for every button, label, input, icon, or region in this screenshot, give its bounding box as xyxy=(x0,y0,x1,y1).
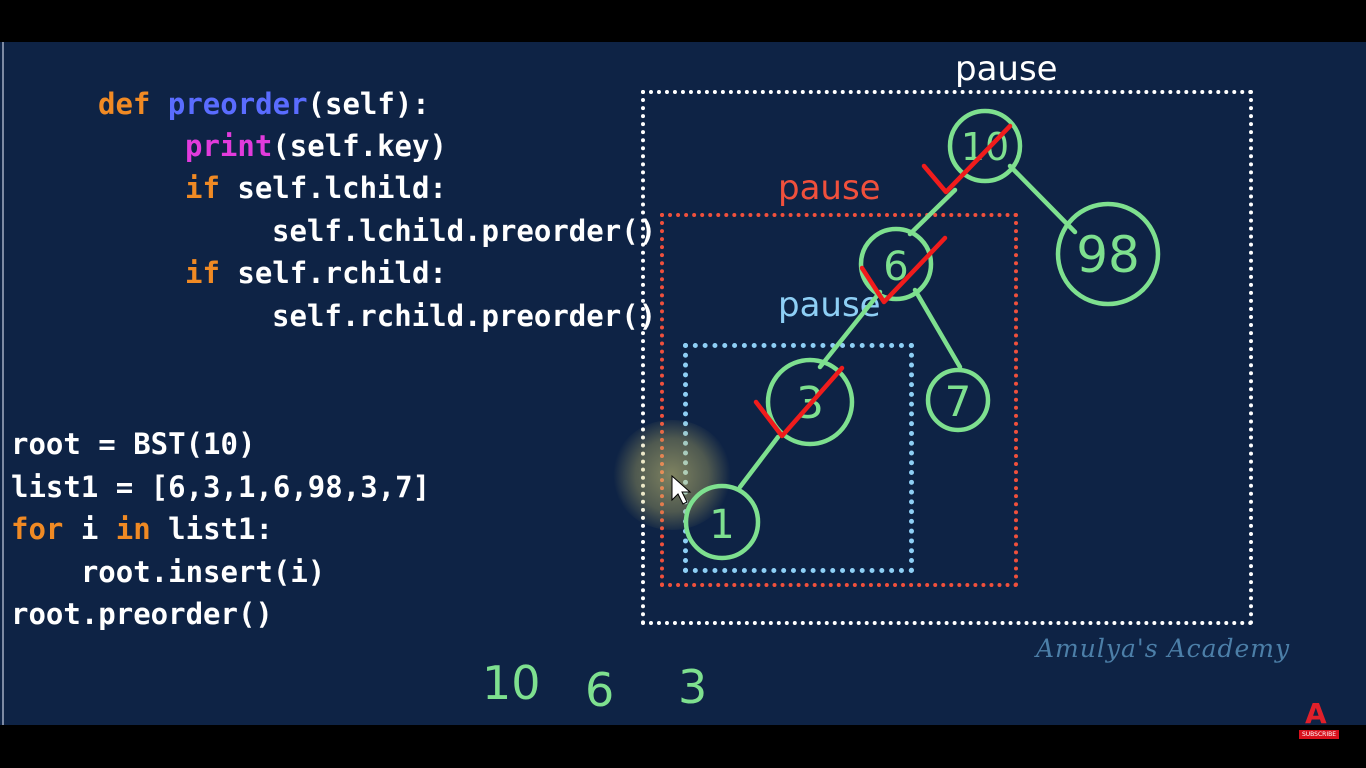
node-circle-10 xyxy=(947,108,1023,184)
node-circle-7 xyxy=(925,367,991,433)
node-circle-98 xyxy=(1055,201,1161,307)
channel-logo-icon: A xyxy=(1305,697,1327,730)
channel-watermark: Amulya's Academy xyxy=(1036,634,1291,663)
video-frame[interactable]: def preorder(self): print(self.key) if s… xyxy=(0,42,1366,725)
code-line-root: root = BST(10) xyxy=(11,427,256,461)
check-mark-6 xyxy=(859,235,948,305)
frame-edge xyxy=(2,42,4,725)
mouse-cursor-icon xyxy=(671,474,692,505)
check-mark-10 xyxy=(921,123,1013,195)
edge-10-98 xyxy=(1007,163,1078,235)
subscribe-caption: SUBSCRIBE xyxy=(1299,730,1339,739)
code-line-preorder-call: root.preorder() xyxy=(11,597,273,631)
code-line-rchild-call: self.rchild.preorder() xyxy=(272,299,657,333)
call-frame-box-node-6 xyxy=(660,213,1018,587)
node-circle-1 xyxy=(683,483,761,561)
code-line-print: print(self.key) xyxy=(185,129,447,163)
code-line-def: def preorder(self): xyxy=(98,87,430,121)
code-line-insert: root.insert(i) xyxy=(11,555,326,589)
edge-3-1 xyxy=(737,434,781,490)
node-label-7: 7 xyxy=(945,377,972,426)
edge-10-6 xyxy=(907,187,958,237)
code-line-if-rchild: if self.rchild: xyxy=(185,256,447,290)
edge-6-3 xyxy=(817,289,883,370)
edge-6-7 xyxy=(912,287,963,370)
code-line-list: list1 = [6,3,1,6,98,3,7] xyxy=(11,470,431,504)
node-label-98: 98 xyxy=(1076,226,1140,284)
output-value-2: 6 xyxy=(585,663,615,717)
pause-label-white: pause xyxy=(955,49,1058,89)
cursor-highlight xyxy=(612,420,732,530)
node-circle-6 xyxy=(858,226,934,302)
node-circle-3 xyxy=(765,357,855,447)
pause-label-red: pause xyxy=(778,168,881,208)
subscribe-logo[interactable]: A SUBSCRIBE xyxy=(1299,700,1339,740)
call-frame-box-root xyxy=(641,90,1253,625)
node-label-1: 1 xyxy=(709,502,734,548)
code-line-lchild-call: self.lchild.preorder() xyxy=(272,214,657,248)
pause-label-blue: pause xyxy=(778,285,881,325)
bst-diagram: 10 98 6 7 3 1 xyxy=(671,108,1161,561)
output-value-1: 10 xyxy=(482,656,541,710)
check-mark-3 xyxy=(753,365,845,439)
code-line-for: for i in list1: xyxy=(11,512,273,546)
code-line-if-lchild: if self.lchild: xyxy=(185,171,447,205)
output-value-3: 3 xyxy=(678,660,708,714)
